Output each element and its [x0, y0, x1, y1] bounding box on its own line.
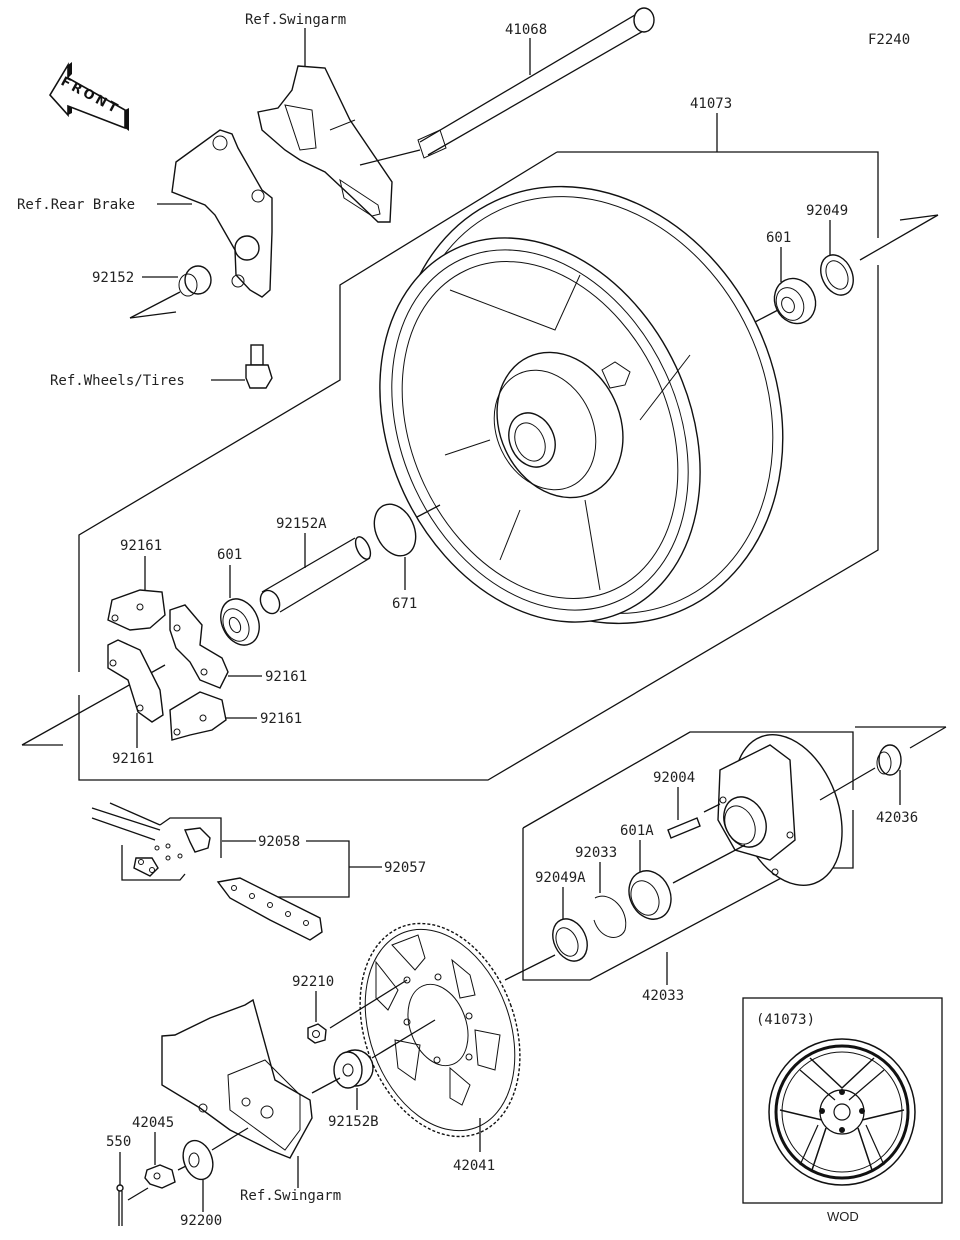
inset-title: (41073) — [756, 1012, 815, 1028]
bearing-601-left-part — [220, 598, 260, 646]
label-92049[interactable]: 92049 — [806, 203, 848, 219]
label-92152a[interactable]: 92152A — [276, 516, 327, 532]
label-42036[interactable]: 42036 — [876, 810, 918, 826]
rear-brake-bracket-part — [171, 129, 273, 298]
label-601a[interactable]: 601A — [620, 823, 654, 839]
collar-92152a-part — [259, 536, 372, 615]
axle-part — [359, 7, 655, 166]
damper-top-part — [107, 589, 166, 631]
label-ref-swingarm-top[interactable]: Ref.Swingarm — [245, 12, 346, 28]
label-92161-mid[interactable]: 92161 — [265, 669, 307, 685]
label-601-left[interactable]: 601 — [217, 547, 242, 563]
label-671[interactable]: 671 — [392, 596, 417, 612]
seal-92049a-part — [552, 918, 588, 962]
swingarm-bottom-part — [161, 998, 313, 1159]
label-ref-wheels-tires[interactable]: Ref.Wheels/Tires — [50, 373, 185, 389]
chain-joint-part — [133, 827, 211, 877]
swingarm-top-part — [257, 65, 393, 223]
collar-42036-part — [876, 744, 902, 776]
label-92058[interactable]: 92058 — [258, 834, 300, 850]
front-arrow-icon: FRONT — [49, 62, 129, 131]
label-42033[interactable]: 42033 — [642, 988, 684, 1004]
damper-left-part — [107, 639, 164, 723]
label-ref-swingarm-bottom[interactable]: Ref.Swingarm — [240, 1188, 341, 1204]
label-42041[interactable]: 42041 — [453, 1158, 495, 1174]
castle-nut-42045-part — [144, 1164, 176, 1189]
rear-wheel-part — [379, 185, 784, 625]
label-42045[interactable]: 42045 — [132, 1115, 174, 1131]
drive-chain-part — [216, 877, 323, 941]
label-601-right[interactable]: 601 — [766, 230, 791, 246]
oring-671-part — [373, 503, 417, 557]
bearing-601a-part — [628, 870, 672, 920]
label-92152b[interactable]: 92152B — [328, 1114, 379, 1130]
label-92033[interactable]: 92033 — [575, 845, 617, 861]
damper-low-part — [169, 691, 227, 741]
wheel-variant-inset: (41073) — [742, 997, 943, 1204]
label-92004[interactable]: 92004 — [653, 770, 695, 786]
sprocket-42041-part — [359, 922, 521, 1138]
label-92210[interactable]: 92210 — [292, 974, 334, 990]
washer-92200-part — [182, 1139, 214, 1181]
label-41068[interactable]: 41068 — [505, 22, 547, 38]
label-92161-bottom[interactable]: 92161 — [112, 751, 154, 767]
stud-92004-part — [667, 817, 701, 839]
collar-92152-part — [178, 265, 212, 297]
label-41073[interactable]: 41073 — [690, 96, 732, 112]
label-92049a[interactable]: 92049A — [535, 870, 586, 886]
circlip-92033-part — [593, 895, 627, 938]
figure-code: F2240 — [868, 32, 910, 48]
nut-92210-part — [307, 1023, 327, 1044]
label-550[interactable]: 550 — [106, 1134, 131, 1150]
rear-hub-part — [717, 734, 843, 886]
bearing-601-right-part — [773, 277, 817, 325]
label-92152[interactable]: 92152 — [92, 270, 134, 286]
collar-92152b-part — [333, 1049, 374, 1089]
seal-92049-part — [820, 254, 854, 296]
inset-wheel-icon — [768, 1038, 916, 1186]
label-92200[interactable]: 92200 — [180, 1213, 222, 1229]
tire-valve-part — [245, 344, 273, 389]
label-ref-rear-brake[interactable]: Ref.Rear Brake — [17, 197, 135, 213]
label-92057[interactable]: 92057 — [384, 860, 426, 876]
label-92161-low[interactable]: 92161 — [260, 711, 302, 727]
damper-mid-part — [169, 604, 229, 689]
inset-caption: WOD — [827, 1209, 859, 1224]
cotter-pin-550-part — [116, 1184, 124, 1226]
label-92161-top[interactable]: 92161 — [120, 538, 162, 554]
